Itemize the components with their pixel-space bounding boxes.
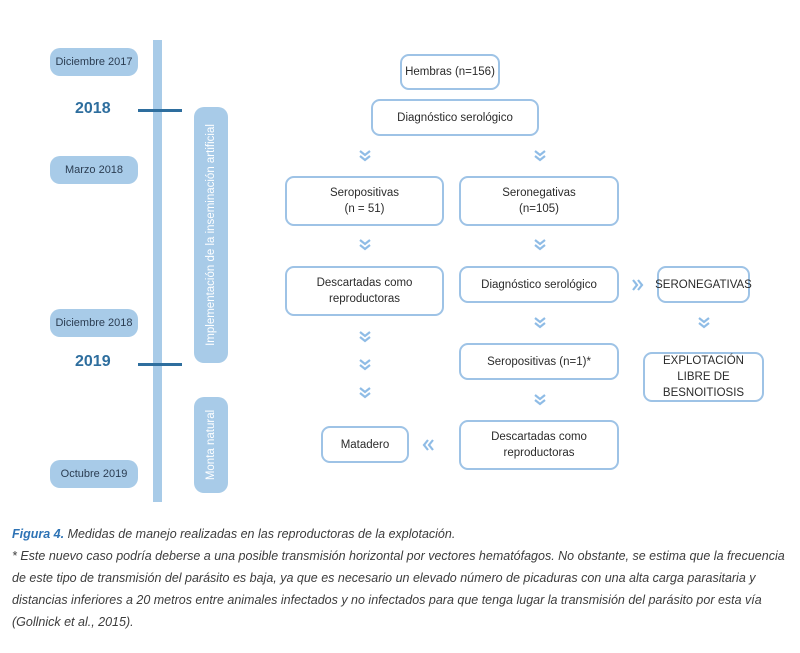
chevron-down-icon (533, 238, 547, 252)
box-descartadas-1: Descartadas como reproductoras (285, 266, 444, 316)
chevron-down-icon (358, 386, 372, 400)
box-explotacion-libre-line2: BESNOITIOSIS (662, 387, 745, 399)
box-descartadas-2: Descartadas como reproductoras (459, 420, 619, 470)
box-diagnostico-1-label: Diagnóstico serológico (397, 111, 513, 124)
chevron-right-icon (631, 278, 645, 292)
year-tick-2019 (138, 363, 182, 366)
box-descartadas-2-line1: Descartadas como (491, 431, 587, 443)
box-seronegativas-line2: (n=105) (519, 203, 559, 215)
caption-note: * Este nuevo caso podría deberse a una p… (12, 549, 785, 629)
box-seropositivas-line1: Seropositivas (329, 187, 400, 199)
phase-label-monta-natural: Monta natural (205, 409, 217, 481)
caption-title: Medidas de manejo realizadas en las repr… (64, 527, 456, 541)
year-label-2019: 2019 (75, 353, 111, 370)
box-seropositivas: Seropositivas (n = 51) (285, 176, 444, 226)
box-explotacion-libre: EXPLOTACIÓN LIBRE DE BESNOITIOSIS (643, 352, 764, 402)
box-seropositivas-2: Seropositivas (n=1)* (459, 343, 619, 380)
chevron-down-icon (358, 330, 372, 344)
chevron-down-icon (358, 238, 372, 252)
caption-title-line: Figura 4. Medidas de manejo realizadas e… (12, 523, 792, 545)
box-diagnostico-2-label: Diagnóstico serológico (481, 278, 597, 291)
chevron-down-icon (358, 149, 372, 163)
box-explotacion-libre-line1: EXPLOTACIÓN LIBRE DE (663, 355, 744, 383)
year-label-2018: 2018 (75, 100, 111, 117)
chevron-left-icon (421, 438, 435, 452)
date-pill-mar-2018: Marzo 2018 (50, 156, 138, 184)
timeline-bar (153, 40, 162, 502)
box-hembras: Hembras (n=156) (400, 54, 500, 90)
date-pill-dec-2018: Diciembre 2018 (50, 309, 138, 337)
box-descartadas-2-line2: reproductoras (503, 447, 575, 459)
chevron-down-icon (697, 316, 711, 330)
box-diagnostico-1: Diagnóstico serológico (371, 99, 539, 136)
date-pill-dec-2017: Diciembre 2017 (50, 48, 138, 76)
box-seropositivas-2-label: Seropositivas (n=1)* (487, 355, 591, 368)
chevron-down-icon (533, 393, 547, 407)
chevron-down-icon (533, 149, 547, 163)
chevron-down-icon (358, 358, 372, 372)
box-seropositivas-line2: (n = 51) (344, 203, 385, 215)
box-matadero: Matadero (321, 426, 409, 463)
box-seronegativas-line1: Seronegativas (502, 187, 576, 199)
box-matadero-label: Matadero (340, 438, 390, 451)
box-diagnostico-2: Diagnóstico serológico (459, 266, 619, 303)
date-pill-oct-2019: Octubre 2019 (50, 460, 138, 488)
box-descartadas-1-line2: reproductoras (329, 293, 400, 305)
box-hembras-label: Hembras (n=156) (405, 66, 495, 78)
figure-caption: Figura 4. Medidas de manejo realizadas e… (12, 523, 792, 633)
figure-label: Figura 4. (12, 527, 65, 541)
box-seronegativas: Seronegativas (n=105) (459, 176, 619, 226)
phase-label-inseminacion: Implementación de la inseminación artifi… (205, 124, 217, 346)
phase-box-monta-natural: Monta natural (194, 397, 228, 493)
year-tick-2018 (138, 109, 182, 112)
box-seronegativas-final-label: SERONEGATIVAS (655, 278, 752, 291)
phase-box-inseminacion: Implementación de la inseminación artifi… (194, 107, 228, 363)
box-seronegativas-final: SERONEGATIVAS (655, 266, 752, 303)
chevron-down-icon (533, 316, 547, 330)
box-descartadas-1-line1: Descartadas como (316, 277, 413, 289)
